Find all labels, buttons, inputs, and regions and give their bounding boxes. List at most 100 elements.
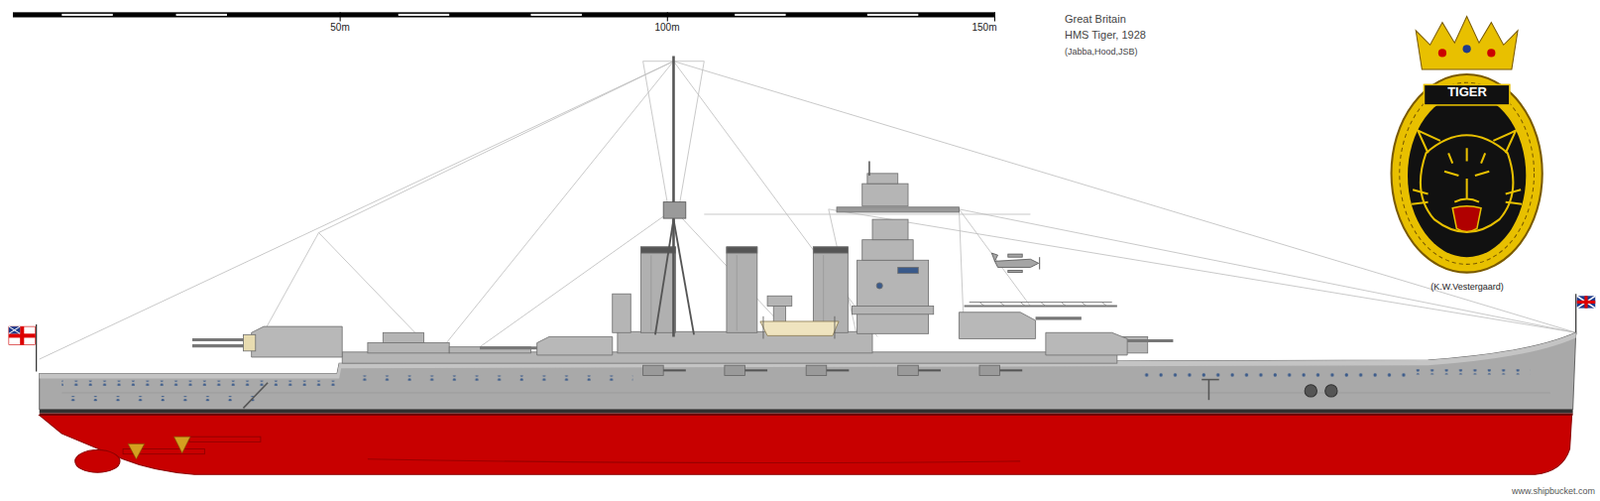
- hull-part: [1325, 384, 1338, 397]
- aft-turret: [192, 326, 343, 357]
- casemates: [643, 364, 1024, 375]
- superstructure-part: [612, 293, 632, 333]
- tripod-mast-part: [663, 202, 686, 219]
- ship-badge-part: [1438, 48, 1447, 57]
- seaplane-part: [994, 258, 1038, 267]
- ship-badge-part: [1486, 48, 1495, 57]
- stern-ensign-part: [8, 326, 20, 334]
- hull-part: [1407, 368, 1530, 374]
- q-turret-part: [479, 345, 542, 349]
- seaplane-part: [1038, 256, 1040, 269]
- underwater-hull-part: [189, 436, 261, 442]
- hull-part: [242, 382, 268, 409]
- bridge-tower-part: [862, 183, 909, 207]
- scale-bar-part: [867, 13, 918, 16]
- ship-badge-part: [1423, 84, 1509, 106]
- hull-part: [1142, 371, 1408, 377]
- tripod-mast: [655, 56, 694, 338]
- rigging-part: [319, 61, 675, 233]
- underwater-hull-part: [75, 450, 120, 473]
- funnels-part: [812, 246, 848, 333]
- stern-ensign-part: [8, 326, 20, 334]
- ship-title: HMS Tiger, 1928: [1064, 28, 1146, 42]
- forward-turrets-part: [1045, 332, 1128, 355]
- bridge-tower-part: [851, 306, 933, 315]
- scale-bar-part: [12, 11, 995, 17]
- ship-badge-part: [1463, 44, 1472, 53]
- bridge-tower-part: [876, 282, 883, 289]
- forward-turrets-part: [979, 301, 1108, 306]
- superstructure-part: [767, 295, 793, 306]
- forward-turrets-part: [1127, 339, 1173, 343]
- bridge-tower-part: [857, 259, 929, 334]
- casemates-part: [724, 364, 746, 375]
- ship-badge-part: [1411, 189, 1522, 204]
- ship-badge: [1391, 15, 1543, 272]
- ship-badge-part: [1391, 74, 1543, 273]
- scale-bar-part: [994, 11, 996, 21]
- superstructure-part: [342, 351, 1118, 363]
- underwater-hull-part: [367, 458, 1021, 463]
- jack-part: [1575, 293, 1577, 335]
- underwater-hull-part: [127, 443, 144, 458]
- country-label: Great Britain: [1064, 12, 1127, 26]
- tripod-mast-part: [673, 219, 694, 335]
- rigging: [39, 61, 1577, 359]
- funnels-part: [822, 254, 824, 331]
- ship-badge-part: [1454, 178, 1480, 203]
- casemates-part: [979, 364, 1001, 375]
- casemates-part: [898, 364, 919, 375]
- boot-topping-part: [39, 408, 1574, 413]
- casemates-part: [917, 368, 941, 371]
- superstructure-part: [617, 331, 873, 353]
- ship-badge-part: [1420, 134, 1513, 232]
- scale-label: 150m: [971, 21, 997, 34]
- hull-part: [61, 380, 338, 386]
- scale-bar-part: [340, 11, 342, 21]
- seaplane-part: [1008, 253, 1023, 257]
- forward-turrets-part: [964, 305, 1118, 308]
- casemates-part: [826, 368, 850, 371]
- scale-bar-part: [398, 13, 450, 16]
- superstructure-part: [367, 342, 450, 353]
- ship-badge-part: [1415, 15, 1518, 69]
- hull-part: [61, 395, 266, 401]
- scale-bar: [12, 11, 995, 21]
- seaplane-part: [1008, 270, 1023, 273]
- hull-part: [1304, 384, 1317, 397]
- aft-turret-part: [251, 326, 343, 357]
- bridge-tower-part: [898, 266, 919, 273]
- hull-part: [1201, 378, 1219, 381]
- credits-label: (Jabba,Hood,JSB): [1064, 46, 1139, 57]
- watermark: www.shipbucket.com: [1511, 485, 1596, 496]
- underwater-hull: [39, 415, 1573, 475]
- bridge-tower-part: [836, 207, 959, 213]
- seaplane-part: [991, 252, 998, 261]
- tripod-mast-part: [672, 56, 676, 338]
- jack-part: [1577, 295, 1597, 308]
- scale-bar-part: [667, 11, 669, 21]
- rigging-part: [679, 61, 705, 210]
- ship-badge-part: [1411, 130, 1522, 232]
- bridge-tower-part: [867, 173, 899, 184]
- rigging-part: [673, 61, 1576, 334]
- boat: [760, 316, 839, 340]
- underwater-hull-part: [39, 415, 1573, 475]
- scale-bar-part: [61, 13, 113, 16]
- underwater-hull-part: [173, 436, 190, 453]
- rigging-part: [958, 209, 1030, 307]
- hull-part: [346, 374, 633, 380]
- funnels-part: [650, 254, 652, 331]
- scale-bar-part: [734, 13, 786, 16]
- badge-name: TIGER: [1447, 85, 1487, 101]
- stern-ensign: [8, 324, 37, 371]
- boot-topping: [39, 408, 1574, 415]
- funnels-part: [641, 246, 677, 253]
- ship-badge-part: [1444, 171, 1489, 176]
- ship-badge-part: [1492, 130, 1516, 154]
- bridge-tower-part: [862, 239, 914, 261]
- jack: [1576, 293, 1597, 335]
- hull-part: [1208, 379, 1211, 401]
